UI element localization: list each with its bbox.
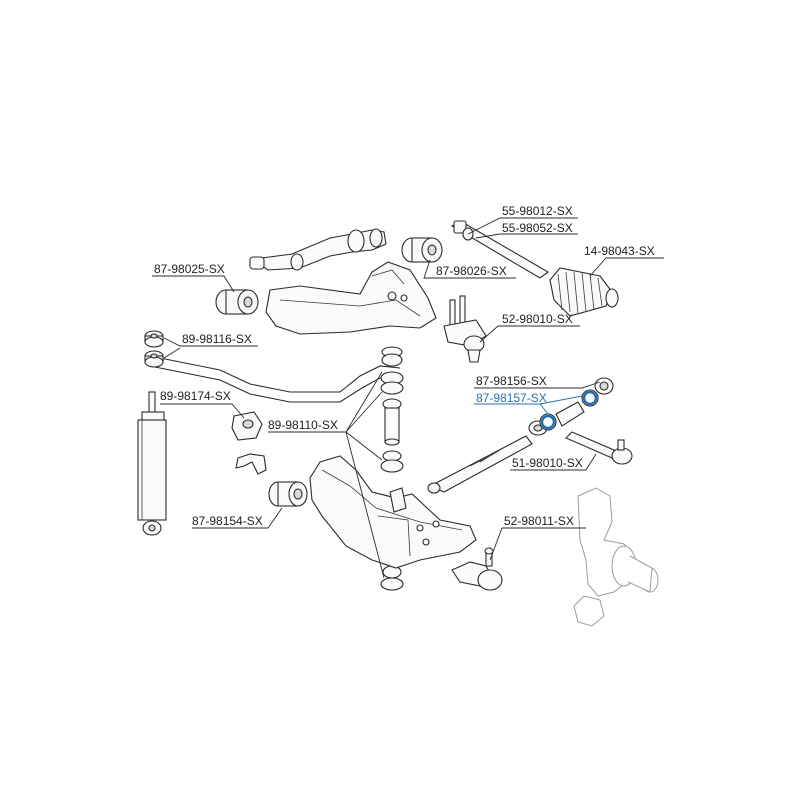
label-55-98012[interactable]: 55-98012-SX [502,204,573,218]
rack-boot [549,267,619,317]
label-89-98116[interactable]: 89-98116-SX [182,332,252,346]
label-51-98010[interactable]: 51-98010-SX [512,456,583,470]
label-52-98011[interactable]: 52-98011-SX [504,514,574,528]
bushing-87-98154 [268,481,308,507]
lower-ball-joint [451,547,503,591]
label-52-98010[interactable]: 52-98010-SX [502,312,573,326]
label-87-98154[interactable]: 87-98154-SX [192,514,263,528]
label-89-98174[interactable]: 89-98174-SX [160,389,231,403]
label-55-98052[interactable]: 55-98052-SX [502,221,573,235]
highlighted-bushing-2 [582,390,598,406]
label-87-98025[interactable]: 87-98025-SX [154,262,225,276]
strut-bushing-stack [380,346,404,591]
tie-rod [427,435,533,494]
label-87-98156[interactable]: 87-98156-SX [476,374,547,388]
bushing-87-98026 [401,237,443,263]
shock-absorber [137,391,167,536]
part-labels: 55-98012-SX 55-98052-SX 14-98043-SX 87-9… [154,204,655,528]
steering-knuckle [573,487,659,627]
label-87-98157[interactable]: 87-98157-SX [476,391,547,405]
stabilizer-bushing-89-98174 [231,411,267,475]
lower-control-arm [309,455,477,569]
upper-ball-joint [443,295,487,363]
highlighted-bushing-1 [540,414,556,430]
label-87-98026[interactable]: 87-98026-SX [436,264,507,278]
leader-lines [152,217,664,579]
label-14-98043[interactable]: 14-98043-SX [584,244,655,258]
label-89-98110[interactable]: 89-98110-SX [268,418,338,432]
link-bushing-89-98116 [144,330,164,368]
upper-arm-shaft [249,228,387,271]
upper-control-arm [265,261,437,335]
bushing-87-98025 [215,289,259,315]
outer-tie-rod-end [565,431,633,465]
